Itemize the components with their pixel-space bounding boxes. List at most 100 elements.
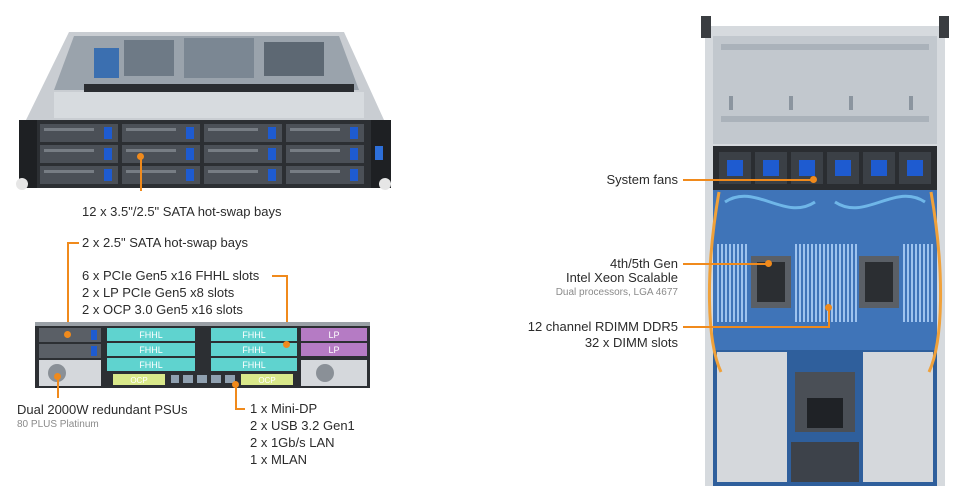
dimm-slot bbox=[721, 244, 723, 322]
dimm-slot bbox=[745, 244, 747, 322]
fans-label: System fans bbox=[606, 172, 678, 187]
fhhl-label-1: FHHL bbox=[139, 330, 163, 340]
ocp-label-2: OCP bbox=[258, 376, 275, 385]
front-bay-vent bbox=[290, 128, 340, 131]
server-front-image bbox=[16, 32, 391, 190]
slots-label-1: 6 x PCIe Gen5 x16 FHHL slots bbox=[82, 268, 260, 283]
dimm-slot bbox=[795, 244, 797, 322]
dimm-slot bbox=[915, 244, 917, 322]
rear-bays-dot bbox=[64, 331, 71, 338]
dimm-slot bbox=[855, 244, 857, 322]
front-bays-line bbox=[140, 157, 142, 191]
fan-hub bbox=[835, 160, 851, 176]
dimm-slot bbox=[733, 244, 735, 322]
front-bay-latch bbox=[350, 169, 358, 181]
front-bay-latch bbox=[186, 148, 194, 160]
dimm-slot bbox=[807, 244, 809, 322]
dimm-slot bbox=[919, 244, 921, 322]
front-bay-vent bbox=[208, 149, 258, 152]
front-bay-vent bbox=[44, 149, 94, 152]
cpu-sublabel: Dual processors, LGA 4677 bbox=[555, 287, 678, 298]
front-bay-latch bbox=[104, 127, 112, 139]
dimm-slot bbox=[839, 244, 841, 322]
fhhl-label-6: FHHL bbox=[242, 360, 266, 370]
cpu-line bbox=[683, 263, 769, 265]
front-bay-vent bbox=[44, 128, 94, 131]
dimm-slot bbox=[729, 244, 731, 322]
front-bay-latch bbox=[268, 148, 276, 160]
memory-line bbox=[683, 326, 829, 328]
fhhl-label-4: FHHL bbox=[242, 330, 266, 340]
lp-label-1: LP bbox=[328, 330, 339, 340]
front-bay-latch bbox=[268, 127, 276, 139]
io-label-1: 1 x Mini-DP bbox=[250, 401, 318, 416]
dimm-slot bbox=[823, 244, 825, 322]
slots-label-2: 2 x LP PCIe Gen5 x8 slots bbox=[82, 285, 235, 300]
fan-hub bbox=[799, 160, 815, 176]
cpu-label-2: Intel Xeon Scalable bbox=[565, 270, 678, 285]
rear-bays-line-v bbox=[67, 242, 69, 334]
front-bay-vent bbox=[126, 128, 176, 131]
dimm-slot bbox=[931, 244, 933, 322]
front-bay-latch bbox=[186, 169, 194, 181]
front-bay-latch bbox=[350, 127, 358, 139]
dimm-slot bbox=[911, 244, 913, 322]
rear-bays-line-h bbox=[67, 242, 79, 244]
psu-sublabel: 80 PLUS Platinum bbox=[17, 419, 99, 430]
dimm-slot bbox=[827, 244, 829, 322]
cpu-dot bbox=[765, 260, 772, 267]
ocp-label-1: OCP bbox=[130, 376, 147, 385]
fan-hub bbox=[763, 160, 779, 176]
slots-label-3: 2 x OCP 3.0 Gen5 x16 slots bbox=[82, 302, 243, 317]
fans-dot bbox=[810, 176, 817, 183]
rear-bays-label: 2 x 2.5" SATA hot-swap bays bbox=[82, 235, 248, 250]
front-bay-vent bbox=[290, 149, 340, 152]
psu-dot bbox=[54, 373, 61, 380]
dimm-slot bbox=[847, 244, 849, 322]
psu-label: Dual 2000W redundant PSUs bbox=[17, 402, 188, 417]
dimm-slot bbox=[815, 244, 817, 322]
dimm-slot bbox=[927, 244, 929, 322]
io-line-v bbox=[235, 386, 237, 410]
front-bays-label: 12 x 3.5"/2.5" SATA hot-swap bays bbox=[82, 204, 282, 219]
psu-line bbox=[57, 378, 59, 398]
memory-dot bbox=[825, 304, 832, 311]
dimm-slot bbox=[851, 244, 853, 322]
fhhl-label-2: FHHL bbox=[139, 345, 163, 355]
dimm-slot bbox=[835, 244, 837, 322]
front-bay-latch bbox=[268, 169, 276, 181]
slots-line-v bbox=[286, 275, 288, 343]
fhhl-label-3: FHHL bbox=[139, 360, 163, 370]
io-label-3: 2 x 1Gb/s LAN bbox=[250, 435, 335, 450]
front-bay-vent bbox=[44, 170, 94, 173]
front-bay-latch bbox=[350, 148, 358, 160]
front-bay-vent bbox=[126, 149, 176, 152]
front-bay-latch bbox=[104, 148, 112, 160]
lp-label-2: LP bbox=[328, 345, 339, 355]
memory-label-1: 12 channel RDIMM DDR5 bbox=[527, 319, 678, 334]
io-line-h bbox=[235, 408, 245, 410]
dimm-slot bbox=[725, 244, 727, 322]
fan-hub bbox=[727, 160, 743, 176]
dimm-slot bbox=[737, 244, 739, 322]
server-rear-image: FHHL FHHL FHHL FHHL FHHL FHHL LP LP OCP … bbox=[35, 322, 370, 388]
memory-label-2: 32 x DIMM slots bbox=[584, 335, 678, 350]
cpu-label-1: 4th/5th Gen bbox=[610, 256, 678, 271]
memory-line-v bbox=[828, 308, 830, 328]
fan-hub bbox=[907, 160, 923, 176]
front-bay-latch bbox=[186, 127, 194, 139]
dimm-slot bbox=[819, 244, 821, 322]
front-bay-vent bbox=[208, 170, 258, 173]
fhhl-label-5: FHHL bbox=[242, 345, 266, 355]
dimm-slot bbox=[799, 244, 801, 322]
fans-line bbox=[683, 179, 813, 181]
front-bays-dot bbox=[137, 153, 144, 160]
io-dot bbox=[232, 381, 239, 388]
dimm-slot bbox=[907, 244, 909, 322]
server-top-image bbox=[701, 16, 949, 486]
io-label-4: 1 x MLAN bbox=[250, 452, 308, 467]
io-label-2: 2 x USB 3.2 Gen1 bbox=[250, 418, 355, 433]
dimm-slot bbox=[803, 244, 805, 322]
front-bay-vent bbox=[290, 170, 340, 173]
dimm-slot bbox=[811, 244, 813, 322]
